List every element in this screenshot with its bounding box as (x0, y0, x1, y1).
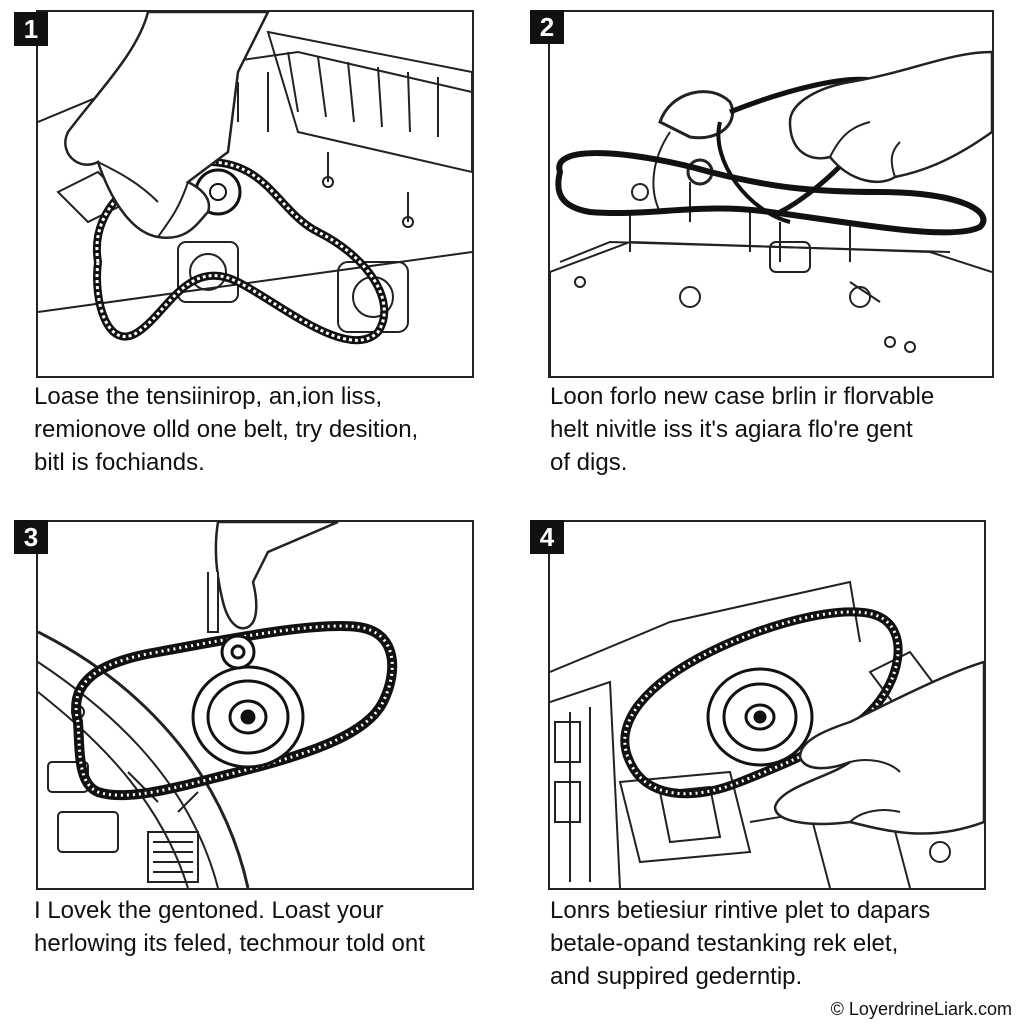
copyright-credit: © LoyerdrineLiark.com (830, 999, 1012, 1019)
step-1-caption: Loase the tensiinirop, an,ion liss, remi… (34, 380, 418, 479)
step-1-caption-line: Loase the tensiinirop, an,ion liss, (34, 383, 383, 410)
step-3-caption-line: herlowing its feled, techmour told ont (34, 930, 425, 957)
step-2-illustration (548, 10, 994, 378)
step-2-caption-line: of digs. (550, 449, 628, 476)
step-1-illustration (36, 10, 474, 378)
step-2-caption-line: Loon forlo new case brlin ir florvable (550, 383, 935, 410)
engine-belt-removal-drawing (38, 12, 472, 345)
step-3-caption: I Lovek the gentoned. Loast your herlowi… (34, 894, 425, 960)
belt-installation-check-drawing (550, 580, 984, 888)
step-4-caption-line: and suppired gederntip. (550, 963, 803, 990)
step-2-caption: Loon forlo new case brlin ir florvable h… (550, 380, 934, 479)
step-3-number-badge: 3 (14, 520, 48, 554)
step-4-number-badge: 4 (530, 520, 564, 554)
step-1-caption-line: bitl is fochiands. (34, 449, 205, 476)
step-3-illustration (36, 520, 474, 890)
belt-routing-tensioner-drawing (38, 522, 398, 888)
new-belt-inspection-drawing (550, 50, 992, 376)
step-4-caption: Lonrs betiesiur rintive plet to dapars b… (550, 894, 930, 993)
step-4-caption-line: Lonrs betiesiur rintive plet to dapars (550, 897, 931, 924)
step-4-illustration (548, 520, 986, 890)
step-4-caption-line: betale-opand testanking rek elet, (550, 930, 899, 957)
step-2-caption-line: helt nivitle iss it's agiara flo're gent (550, 416, 913, 443)
step-1-number-badge: 1 (14, 12, 48, 46)
step-2-number-badge: 2 (530, 10, 564, 44)
step-1-caption-line: remionove olld one belt, try desition, (34, 416, 419, 443)
step-3-caption-line: I Lovek the gentoned. Loast your (34, 897, 384, 924)
